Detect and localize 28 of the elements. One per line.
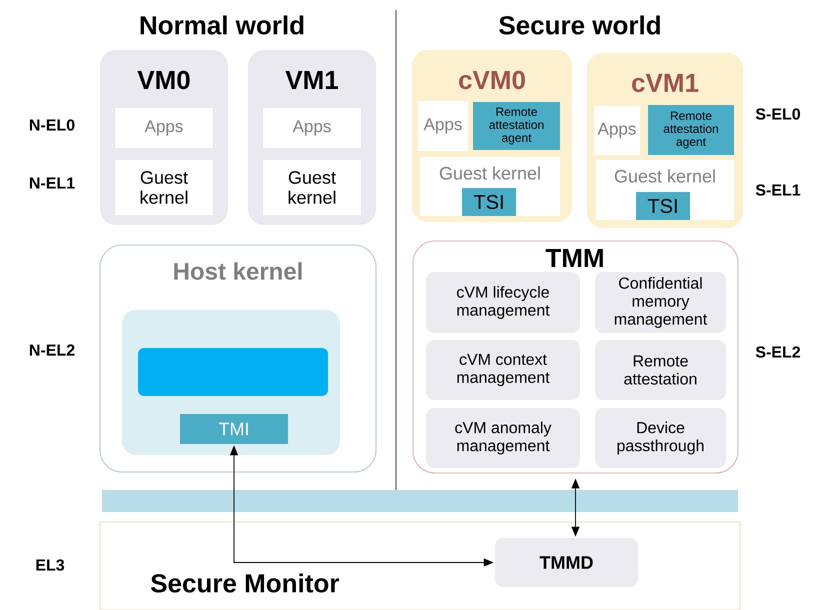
tmmd-box: TMMD: [495, 538, 638, 587]
level-label: N-EL0: [30, 119, 74, 131]
world-heading: Normal world: [140, 15, 304, 35]
world-heading: Secure world: [499, 15, 660, 35]
module-box: cVM context management: [426, 340, 580, 400]
level-label: N-EL2: [30, 344, 74, 356]
module-box: Device passthrough: [595, 408, 726, 468]
app-box: Apps: [594, 106, 640, 155]
module-box: Remote attestation: [595, 340, 726, 400]
interface-box: TSI: [462, 188, 516, 216]
level-label: S-EL2: [756, 346, 800, 358]
module-box: cVM lifecycle management: [426, 272, 580, 333]
level-label: S-EL0: [756, 108, 800, 120]
level-label: EL3: [36, 559, 64, 571]
agent-box: Remote attestation agent: [473, 102, 560, 150]
interface-box: TSI: [636, 192, 690, 220]
app-box: Apps: [263, 108, 361, 148]
module-box: cVM anomaly management: [426, 408, 580, 468]
interface-box: TMI: [180, 414, 288, 444]
app-box: Apps: [115, 108, 213, 148]
kernel-box: Guest kernel: [115, 160, 213, 215]
agent-box: Remote attestation agent: [648, 105, 734, 155]
level-label: S-EL1: [756, 184, 800, 196]
kernel-box: Guest kernel: [263, 160, 361, 215]
module-box: [138, 348, 328, 396]
app-box: Apps: [418, 101, 468, 151]
module-box: Confidential memory management: [595, 272, 726, 333]
level-label: N-EL1: [30, 178, 75, 188]
